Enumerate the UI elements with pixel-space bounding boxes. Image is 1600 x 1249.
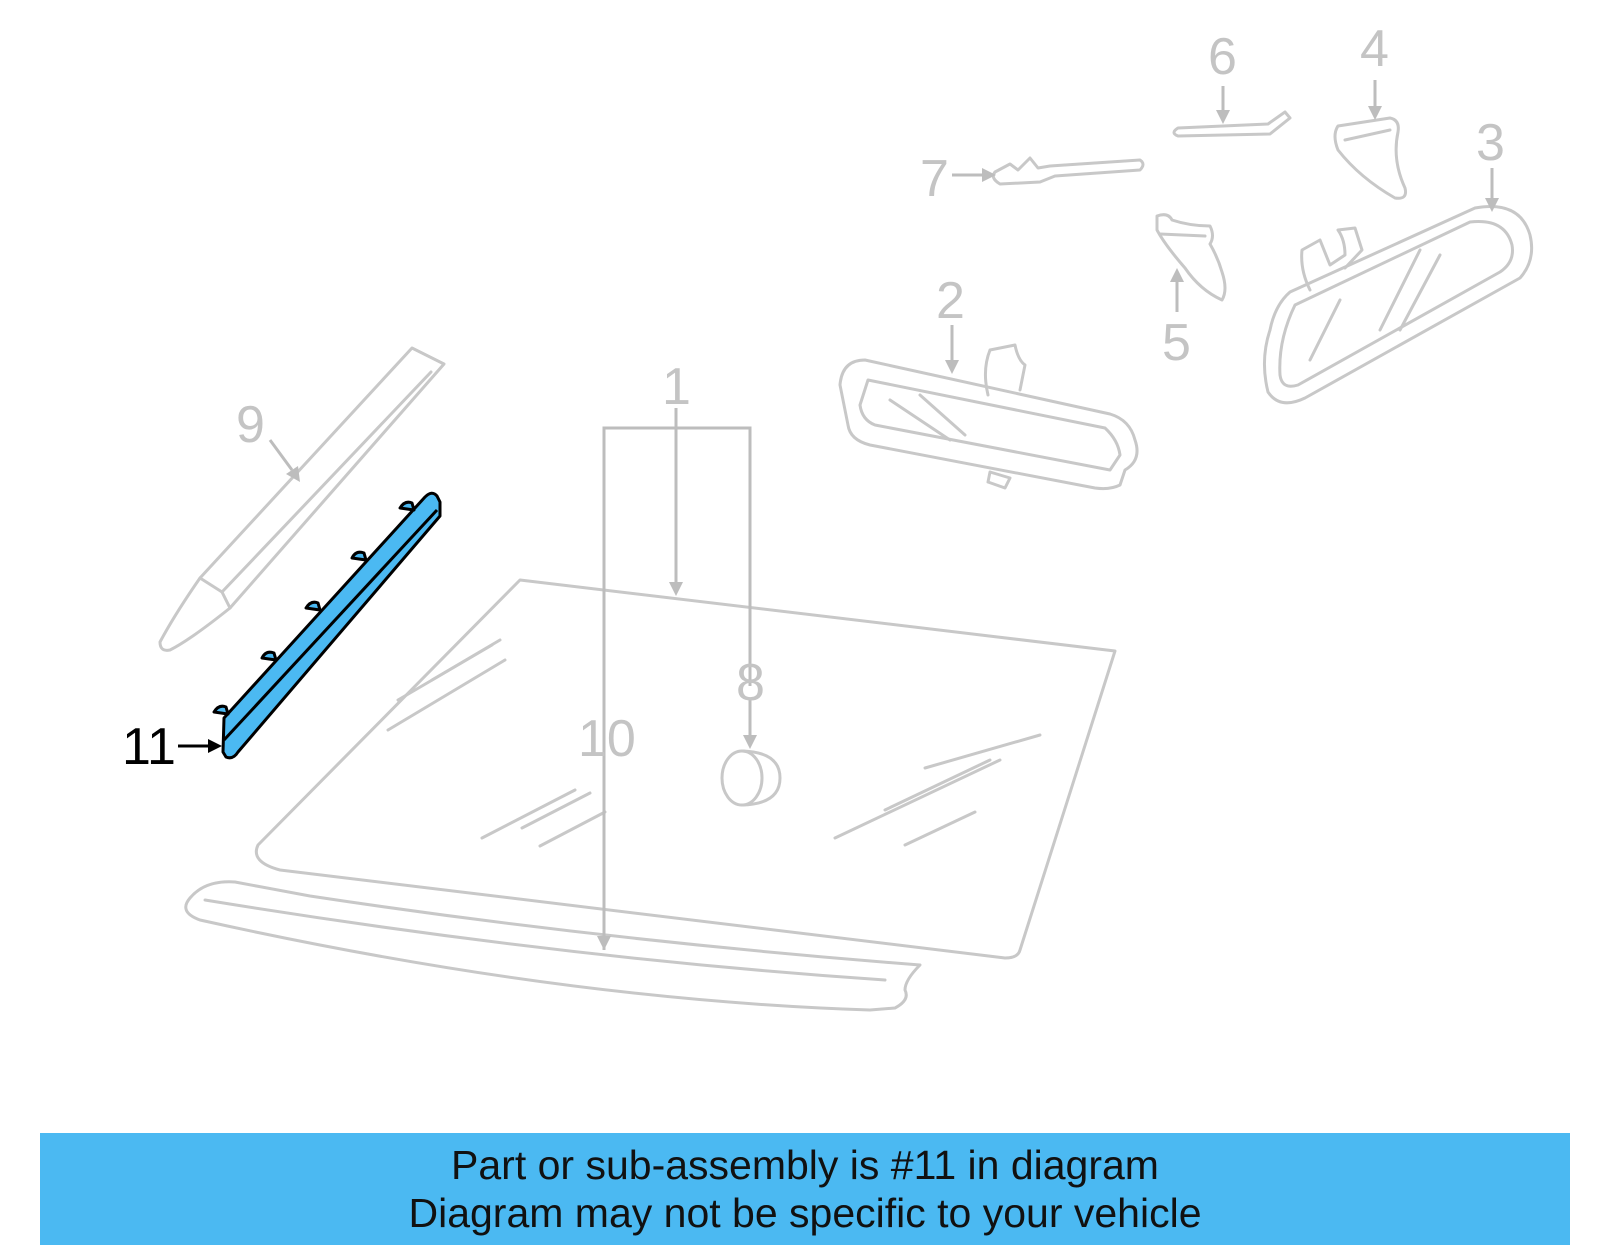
- callout-11: 11: [122, 718, 176, 776]
- windshield-glass: [254, 578, 1117, 960]
- banner-line-1: Part or sub-assembly is #11 in diagram: [451, 1142, 1159, 1188]
- mirror-cover: [1333, 116, 1407, 200]
- sensor-strip: [1172, 110, 1292, 138]
- info-banner: Part or sub-assembly is #11 in diagram D…: [40, 1133, 1570, 1245]
- rear-view-mirror-alt: [1263, 205, 1534, 405]
- callout-9: 9: [236, 396, 265, 454]
- pillar-garnish: [158, 346, 446, 652]
- callout-2: 2: [936, 272, 965, 330]
- rear-view-mirror: [838, 343, 1139, 491]
- round-pad: [720, 749, 782, 807]
- callout-3: 3: [1476, 114, 1505, 172]
- leader-lines: [178, 80, 1499, 950]
- callout-6: 6: [1208, 28, 1237, 86]
- banner-line-2: Diagram may not be specific to your vehi…: [408, 1190, 1202, 1236]
- callout-4: 4: [1360, 20, 1389, 78]
- highlighted-part-11: [212, 491, 442, 760]
- clip-rod: [991, 156, 1145, 186]
- callout-10: 10: [578, 710, 636, 768]
- callout-5: 5: [1162, 314, 1191, 372]
- callout-7: 7: [920, 150, 949, 208]
- callout-1: 1: [662, 358, 691, 416]
- lower-molding: [184, 880, 922, 1012]
- callout-8: 8: [736, 654, 765, 712]
- bracket-cover: [1155, 213, 1227, 302]
- callout-labels: 1 2 3 4 5 6 7 8 9 10 11: [122, 20, 1505, 776]
